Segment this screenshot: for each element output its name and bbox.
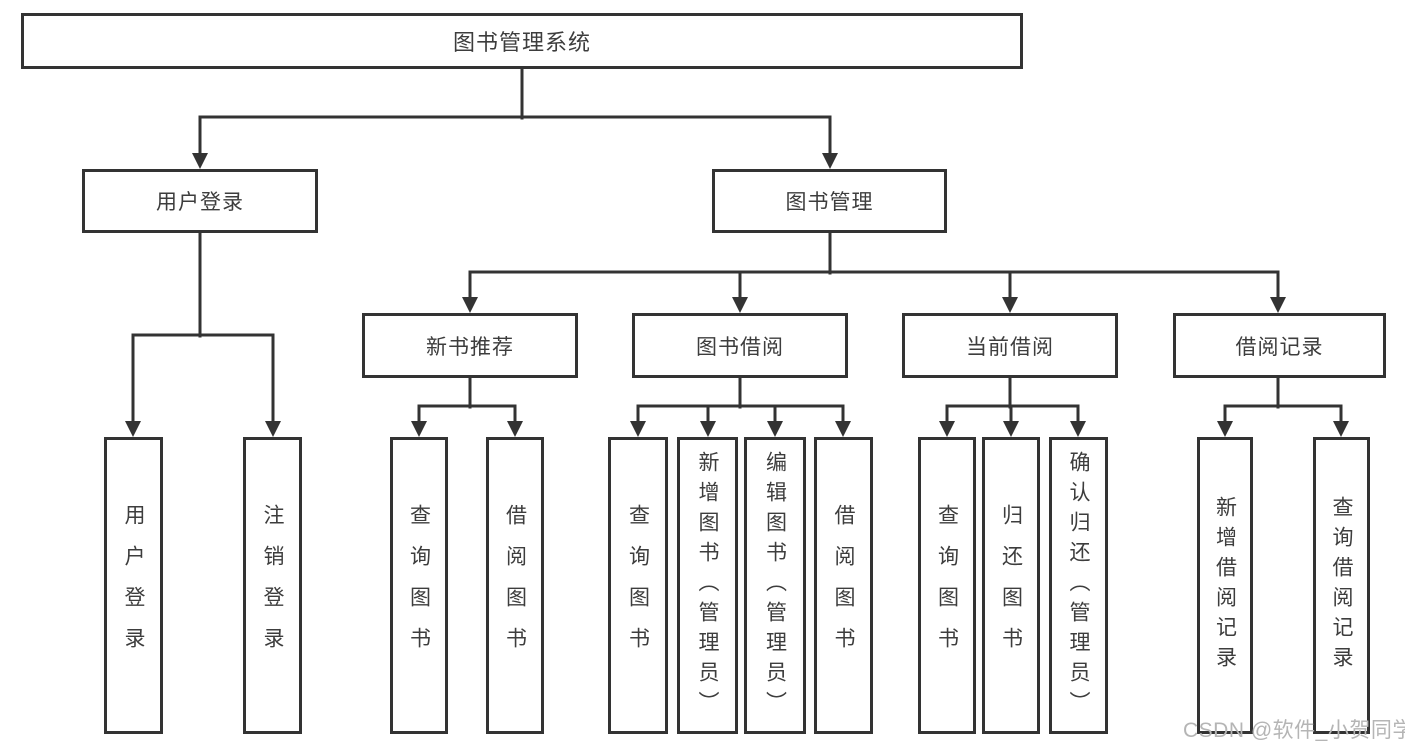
leaf-logout: 注销登录 — [243, 437, 302, 734]
leaf-newbook-query-books: 查询图书 — [390, 437, 448, 734]
node-user-login: 用户登录 — [82, 169, 318, 233]
leaf-label: 查询图书 — [935, 503, 959, 668]
leaf-borrow-edit-books-admin: 编辑图书（管理员） — [744, 437, 806, 734]
leaf-records-add-record: 新增借阅记录 — [1197, 437, 1253, 734]
leaf-label: 查询借阅记录 — [1330, 495, 1353, 676]
leaf-label: 查询图书 — [626, 503, 650, 668]
leaf-borrow-borrow-books: 借阅图书 — [814, 437, 873, 734]
leaf-current-query-books: 查询图书 — [918, 437, 976, 734]
leaf-label: 新增借阅记录 — [1213, 495, 1237, 676]
leaf-records-query-record: 查询借阅记录 — [1313, 437, 1370, 734]
leaf-label: 注销登录 — [261, 503, 284, 668]
leaf-borrow-add-books-admin: 新增图书（管理员） — [677, 437, 738, 734]
leaf-current-return-books: 归还图书 — [982, 437, 1040, 734]
leaf-label: 借阅图书 — [503, 503, 527, 668]
leaf-label: 确认归还（管理员） — [1067, 450, 1090, 721]
leaf-label: 借阅图书 — [832, 503, 855, 668]
leaf-borrow-query-books: 查询图书 — [608, 437, 668, 734]
leaf-label: 归还图书 — [999, 503, 1023, 668]
node-book-borrowing: 图书借阅 — [632, 313, 848, 378]
leaf-current-confirm-return-admin: 确认归还（管理员） — [1049, 437, 1108, 734]
node-book-management: 图书管理 — [712, 169, 947, 233]
node-borrowing-records: 借阅记录 — [1173, 313, 1386, 378]
csdn-watermark: CSDN @软件_小贺同学 — [1183, 719, 1405, 742]
leaf-label: 编辑图书（管理员） — [763, 450, 787, 721]
node-new-book-recommend: 新书推荐 — [362, 313, 578, 378]
leaf-label: 新增图书（管理员） — [696, 450, 719, 721]
leaf-label: 用户登录 — [122, 503, 145, 668]
node-current-borrowing: 当前借阅 — [902, 313, 1118, 378]
leaf-newbook-borrow-books: 借阅图书 — [486, 437, 544, 734]
leaf-label: 查询图书 — [407, 503, 431, 668]
leaf-user-login: 用户登录 — [104, 437, 163, 734]
node-library-management-system: 图书管理系统 — [21, 13, 1023, 69]
